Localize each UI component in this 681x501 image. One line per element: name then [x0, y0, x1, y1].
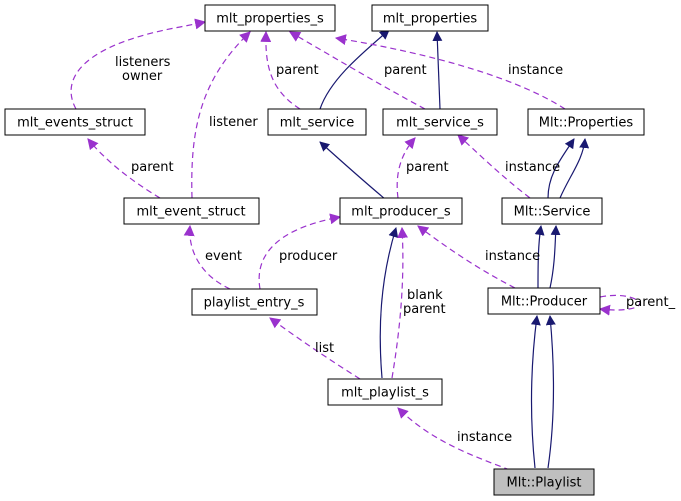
node-Mlt_Producer[interactable]: Mlt::Producer [487, 287, 601, 315]
edge-instance-Mlt_Playlist [397, 407, 511, 471]
edge-mlt_service_s-to-mlt_properties [432, 31, 443, 110]
node-mlt_producer_s[interactable]: mlt_producer_s [339, 197, 463, 225]
edge-parent-mlt_producer_s [396, 137, 416, 199]
node-mlt_event_struct[interactable]: mlt_event_struct [123, 197, 260, 225]
node-mlt_events_struct[interactable]: mlt_events_struct [4, 108, 146, 136]
edge-label-parent-3: parent [131, 160, 174, 175]
node-label-mlt_events_struct: mlt_events_struct [17, 116, 133, 131]
node-mlt_properties_s[interactable]: mlt_properties_s [204, 4, 336, 32]
edge-instance-Mlt_Service [457, 134, 531, 199]
node-label-mlt_event_struct: mlt_event_struct [136, 205, 245, 220]
edge-label-instance-3: instance [485, 249, 540, 264]
node-Mlt_Service[interactable]: Mlt::Service [501, 197, 603, 225]
edge-label-parent_: parent_ [626, 295, 676, 310]
edge-Mlt_Producer-to-Mlt_Service-a [534, 225, 545, 289]
node-label-mlt_properties_s: mlt_properties_s [216, 12, 324, 27]
edge-blank-parent [391, 226, 409, 379]
node-label-playlist_entry_s: playlist_entry_s [204, 296, 305, 311]
node-mlt_properties[interactable]: mlt_properties [371, 4, 489, 32]
edge-mlt_playlist_s-to-mlt_producer_s [379, 227, 399, 379]
edge-label-instance-2: instance [505, 160, 560, 175]
node-label-mlt_producer_s: mlt_producer_s [351, 205, 451, 220]
edge-label-producer: producer [279, 249, 338, 264]
edge-label-listeners: listeners [115, 55, 171, 70]
edge-Mlt_Service-to-Mlt_Properties-a [547, 138, 575, 199]
edge-mlt_producer_s-to-mlt_service [319, 141, 386, 200]
node-Mlt_Properties[interactable]: Mlt::Properties [527, 108, 645, 136]
node-label-mlt_service_s: mlt_service_s [396, 116, 484, 131]
edge-Mlt_Playlist-to-Mlt_Producer-b [545, 315, 556, 469]
node-label-mlt_service: mlt_service [280, 116, 354, 131]
node-mlt_service[interactable]: mlt_service [267, 108, 367, 136]
node-label-mlt_properties: mlt_properties [383, 12, 477, 27]
node-label-mlt_playlist_s: mlt_playlist_s [341, 386, 429, 401]
edge-label-blank: blank [407, 288, 443, 303]
edge-label-parent-1: parent [276, 63, 319, 78]
edge-label-instance-4: instance [457, 430, 512, 445]
edge-label-parent-5: parent [403, 302, 446, 317]
edge-list [269, 317, 361, 380]
edge-event [183, 224, 231, 290]
edge-label-listener: listener [209, 115, 258, 130]
edge-Mlt_Producer-to-Mlt_Service-b [549, 225, 561, 289]
edge-label-event: event [205, 249, 242, 264]
node-label-Mlt_Service: Mlt::Service [514, 205, 591, 220]
edge-listener [191, 31, 251, 199]
edge-parent-mlt_events_struct [87, 138, 161, 199]
edge-instance-Mlt_Producer [417, 225, 516, 289]
edge-parent-mlt_service [260, 30, 301, 110]
node-mlt_service_s[interactable]: mlt_service_s [382, 108, 498, 136]
node-playlist_entry_s[interactable]: playlist_entry_s [191, 288, 318, 316]
edge-mlt_service-to-mlt_properties [319, 29, 390, 110]
edge-producer [258, 213, 342, 290]
edge-instance-Mlt_Properties [334, 34, 566, 110]
node-label-Mlt_Playlist: Mlt::Playlist [507, 476, 582, 491]
edge-listeners-owner [70, 18, 207, 110]
node-Mlt_Playlist[interactable]: Mlt::Playlist [493, 468, 595, 496]
edge-label-parent-2: parent [384, 63, 427, 78]
node-label-Mlt_Producer: Mlt::Producer [501, 295, 588, 310]
edge-parent_-self [598, 294, 641, 316]
edge-Mlt_Service-to-Mlt_Properties-b [559, 138, 590, 199]
node-label-Mlt_Properties: Mlt::Properties [539, 116, 634, 131]
node-mlt_playlist_s[interactable]: mlt_playlist_s [327, 378, 443, 406]
edge-label-owner: owner [122, 69, 163, 84]
edge-label-parent-4: parent [406, 160, 449, 175]
edge-Mlt_Playlist-to-Mlt_Producer-a [530, 315, 541, 469]
edge-label-instance-1: instance [508, 63, 563, 78]
edge-label-list: list [315, 341, 334, 356]
